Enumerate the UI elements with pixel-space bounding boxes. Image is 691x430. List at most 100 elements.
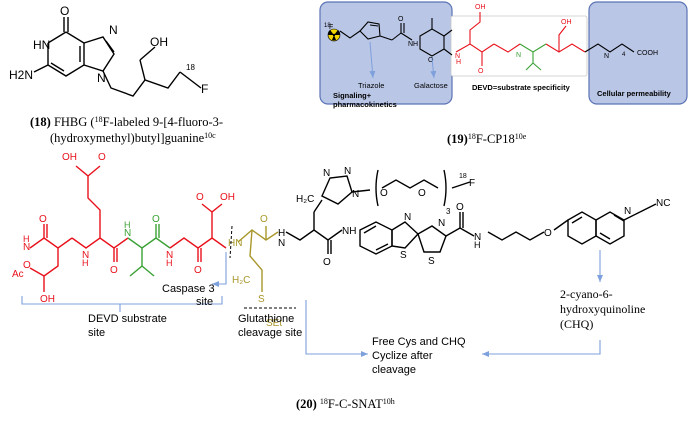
radiation-icon [327, 28, 341, 42]
c20-ch2: H₂C [232, 275, 250, 286]
label-galactose: Galactose [414, 81, 448, 90]
c20-n-prop: N [474, 232, 481, 243]
chq-labels: 2-cyano-6- hydroxyquinoline (CHQ) [560, 287, 645, 331]
c18-isotope: 18 [186, 63, 195, 72]
compound-19-structure [339, 18, 453, 57]
c18-n7: N [109, 23, 118, 37]
c19-peg-n: 4 [622, 52, 626, 58]
compound-18-caption: (18) FHBG (18F-labeled 9-[4-fluoro-3- (h… [30, 115, 223, 145]
c18-hydroxyl: OH [150, 35, 168, 49]
c19-fluorine: F [329, 24, 333, 31]
c19-n-val: N [516, 52, 521, 59]
compound-19-panels [319, 1, 688, 105]
c19-caption: (19)18F-CP1810e [447, 132, 527, 146]
c19-oh-2: OH [561, 19, 572, 26]
label-caspase-site: site [196, 296, 213, 308]
compound-19-arrows [369, 41, 437, 79]
c20-h-4: H [166, 258, 173, 268]
c20-h-3: H [124, 220, 131, 230]
permeability-panel [588, 1, 688, 105]
c18-caption-line2: (hydroxymethyl)butyl]guanine10c [50, 131, 216, 145]
c18-nh: HN [33, 38, 50, 52]
label-chq-2: hydroxyquinoline [560, 302, 645, 316]
c20-n-1: N [23, 242, 30, 253]
label-devd-site: site [88, 327, 105, 339]
compound-20-peptide [29, 165, 343, 292]
c20-oh-2: OH [62, 152, 77, 163]
c20-n-5: N [278, 238, 285, 249]
c20-o-9: O [323, 257, 331, 268]
label-devd-specificity: DEVD=substrate specificity [472, 83, 571, 92]
c19-h-asp: H [456, 59, 461, 66]
compound-19-devd-chain [455, 12, 635, 71]
c18-amine: H2N [9, 68, 33, 82]
c20-o-6: O [194, 265, 202, 276]
c20-fluorine: F [469, 178, 475, 189]
c19-o-1: O [478, 68, 484, 75]
c20-o-7: O [196, 192, 204, 203]
compound-20-core [321, 169, 657, 255]
label-cellular-permeability: Cellular permeability [597, 89, 672, 98]
compound-20-labels: Caspase 3 site DEVD substrate site Gluta… [88, 283, 466, 376]
c19-n-asp: N [455, 53, 460, 60]
label-glutathione-2: cleavage site [238, 327, 302, 339]
c20-peg-n: 3 [446, 207, 451, 216]
c20-h-prop: H [474, 240, 481, 250]
c18-fluorine: F [201, 82, 208, 96]
label-signaling-2: pharmacokinetics [333, 100, 397, 109]
compound-19-labels: Triazole Galactose Signaling+ pharmacoki… [333, 81, 672, 109]
label-caspase: Caspase 3 [162, 283, 215, 295]
c20-n-trz-3: N [352, 189, 359, 200]
compound-20-atom-labels: Ac N H O O OH OH O N H O N H O N H O O O… [12, 152, 670, 329]
c20-nitrile: NC [656, 198, 670, 209]
c20-n-4: N [166, 250, 173, 261]
c20-n-trz-2: N [344, 166, 351, 177]
c20-n-2: N [82, 250, 89, 261]
c19-amide-o: O [398, 16, 404, 23]
label-devd-substrate: DEVD substrate [88, 313, 167, 325]
compound-18-structure [33, 17, 202, 97]
label-chq-3: (CHQ) [560, 317, 593, 331]
c20-set: SEt [266, 318, 282, 329]
c20-o-10: O [456, 202, 464, 213]
c19-ring-o: O [428, 57, 434, 64]
c20-caption: (20)18F-C-SNAT10h [296, 397, 395, 411]
c20-o-5: O [152, 214, 160, 225]
c20-h-1: H [23, 234, 30, 244]
devd-brace [21, 296, 223, 312]
caspase-cleavage-mark [229, 225, 233, 259]
c20-oh-1: OH [40, 294, 55, 305]
label-glutathione-1: Glutathione [238, 313, 294, 325]
c20-o-4: O [110, 265, 118, 276]
c20-o-8: O [260, 214, 268, 225]
c20-s-thz: S [428, 256, 435, 267]
c20-o-1: O [39, 214, 47, 225]
c20-o-peg-1: O [380, 188, 388, 199]
c20-n-3: N [124, 228, 131, 239]
c19-n-peg: N [604, 53, 609, 60]
c19-oh-1: OH [475, 4, 486, 11]
c20-o-3: O [98, 152, 106, 163]
c20-acetyl: Ac [12, 269, 24, 280]
label-chq-1: 2-cyano-6- [560, 287, 613, 301]
c20-oh-3: OH [220, 192, 235, 203]
c20-n-trz-1: N [323, 168, 330, 179]
c19-isotope: 18 [324, 23, 331, 29]
c20-h-2: H [82, 258, 89, 268]
c20-isotope: 18 [459, 173, 467, 180]
c20-nh-amide: NH [342, 226, 356, 237]
c20-n-bzt: N [404, 212, 411, 223]
compound-20-arrows [212, 250, 603, 357]
c18-caption-line1: (18) FHBG (18F-labeled 9-[4-fluoro-3- [30, 115, 223, 129]
label-signaling-1: Signaling+ [333, 91, 372, 100]
cleavage-markers [229, 225, 296, 309]
label-free-cys-3: cleavage [372, 364, 416, 376]
c20-h-5: H [278, 228, 285, 239]
label-free-cys-2: Cyclize after [372, 350, 433, 362]
c20-n-thz: N [438, 218, 445, 229]
devd-panel [450, 15, 588, 77]
c20-hn-cys: HN [228, 238, 242, 249]
c19-nh-1: NH [408, 41, 418, 48]
c20-s-bzt: S [400, 250, 407, 261]
